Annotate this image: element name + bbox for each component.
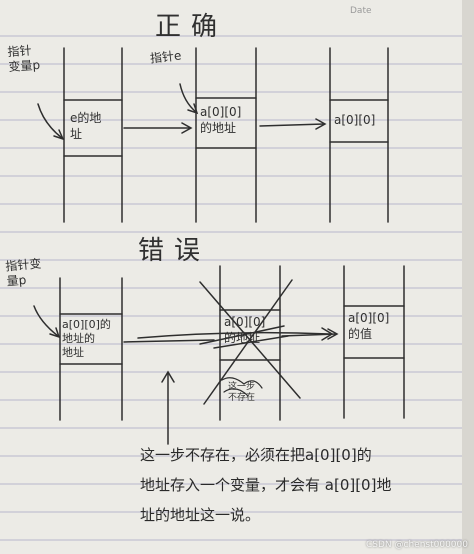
wrong-cell-a00-address: a[0][0] 的地址: [224, 315, 266, 345]
ruled-lines: [0, 35, 474, 541]
date-label: Date: [350, 6, 372, 16]
correct-cell-e-address: e的地 址: [70, 111, 102, 141]
wrong-pointer-label: 指针变 量p: [4, 256, 42, 289]
correct-pointer-label: 指针 变量p: [6, 43, 41, 75]
correct-cell-a00: a[0][0]: [334, 113, 376, 127]
wrong-cell-a00-value: a[0][0] 的值: [348, 311, 390, 341]
correct-title: 正确: [155, 12, 228, 42]
correct-cell-a00-address: a[0][0] 的地址: [200, 105, 242, 135]
wrong-title: 错误: [138, 236, 211, 266]
ink-strokes: [33, 47, 405, 445]
wrong-cell-address-of-address: a[0][0]的 地址的 地址: [62, 318, 111, 359]
explanation-note: 这一步不存在，必须在把a[0][0]的 地址存入一个变量，才会有 a[0][0]…: [140, 446, 392, 524]
watermark: CSDN @chenst000000: [366, 540, 468, 550]
wrong-crossed-text: 这一步 不存在: [228, 382, 256, 403]
